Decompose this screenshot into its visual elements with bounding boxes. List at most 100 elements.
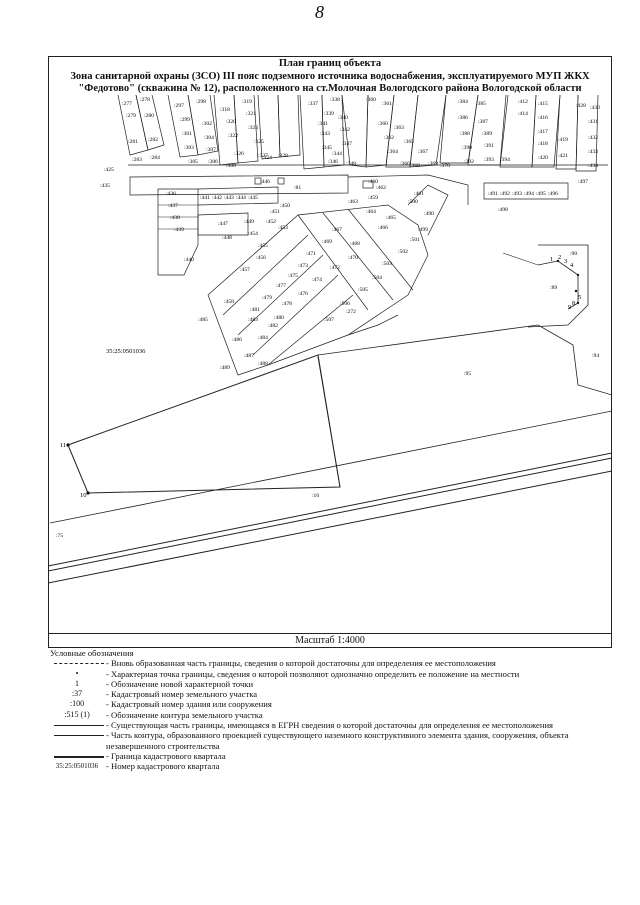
svg-text::440: :440 xyxy=(184,257,194,263)
svg-text::322: :322 xyxy=(228,133,238,139)
svg-text::326: :326 xyxy=(234,151,244,157)
svg-text::340: :340 xyxy=(338,115,348,121)
svg-text::360: :360 xyxy=(378,121,388,127)
legend-item-new-boundary: - Вновь образованная часть границы, свед… xyxy=(48,658,612,668)
svg-text::459: :459 xyxy=(368,195,378,201)
svg-text::485: :485 xyxy=(198,317,208,323)
svg-text::466: :466 xyxy=(378,225,388,231)
svg-text::437: :437 xyxy=(168,203,178,209)
svg-text::496: :496 xyxy=(548,191,558,197)
svg-text::462: :462 xyxy=(376,185,386,191)
svg-text::414: :414 xyxy=(518,111,528,117)
svg-text::457: :457 xyxy=(240,267,250,273)
svg-text::366: :366 xyxy=(400,161,410,167)
svg-text:11: 11 xyxy=(60,442,66,449)
svg-text::364: :364 xyxy=(388,149,398,155)
svg-text::481: :481 xyxy=(250,307,260,313)
svg-text::455: :455 xyxy=(258,243,268,249)
svg-text::277: :277 xyxy=(122,101,132,107)
svg-text::494: :494 xyxy=(524,191,534,197)
svg-text::365: :365 xyxy=(404,139,414,145)
svg-text::435: :435 xyxy=(100,183,110,189)
svg-text::488: :488 xyxy=(258,361,268,367)
scale-label: Масштаб 1:4000 xyxy=(48,634,612,648)
legend-title: Условные обозначения xyxy=(50,648,134,658)
legend-text: - Характерная точка границы, сведения о … xyxy=(106,668,520,679)
svg-text::306: :306 xyxy=(208,159,218,165)
title-line-3: "Федотово" (скважина № 12), расположенно… xyxy=(78,83,582,94)
svg-text::458: :458 xyxy=(224,299,234,305)
svg-text::418: :418 xyxy=(538,141,548,147)
legend-text: - Часть контура, образованного проекцией… xyxy=(106,730,569,751)
svg-text:10: 10 xyxy=(80,492,87,499)
svg-text::415: :415 xyxy=(538,101,548,107)
title-line-1: План границ объекта xyxy=(278,58,382,69)
svg-text::392: :392 xyxy=(464,159,474,165)
svg-text::391: :391 xyxy=(484,143,494,149)
svg-text::94: :94 xyxy=(592,353,599,359)
svg-text::439: :439 xyxy=(174,227,184,233)
svg-text::420: :420 xyxy=(538,155,548,161)
svg-text::487: :487 xyxy=(244,353,254,359)
svg-text::428: :428 xyxy=(576,103,586,109)
svg-text:4: 4 xyxy=(570,262,574,269)
svg-text::480: :480 xyxy=(274,315,284,321)
svg-text::280: :280 xyxy=(144,113,154,119)
svg-text::348: :348 xyxy=(346,161,356,167)
svg-text::302: :302 xyxy=(202,121,212,127)
svg-text::325: :325 xyxy=(254,139,264,145)
contour-symbol: :515 (1) xyxy=(64,709,90,719)
svg-text::370: :370 xyxy=(440,163,450,169)
svg-text::417: :417 xyxy=(538,129,548,135)
svg-text::438: :438 xyxy=(170,215,180,221)
legend-item-building-contour: - Часть контура, образованного проекцией… xyxy=(48,730,612,751)
svg-text::486: :486 xyxy=(232,337,242,343)
svg-text::492: :492 xyxy=(500,191,510,197)
svg-text::491: :491 xyxy=(488,191,498,197)
svg-text:5: 5 xyxy=(578,294,581,301)
svg-text::452: :452 xyxy=(266,219,276,225)
legend-text: - Кадастровый номер здания или сооружени… xyxy=(106,699,272,710)
svg-text::465: :465 xyxy=(386,215,396,221)
svg-text::495: :495 xyxy=(536,191,546,197)
svg-text::321: :321 xyxy=(246,111,256,117)
title-line-2: Зона санитарной охраны (ЗСО) III пояс по… xyxy=(70,70,590,82)
svg-text::456: :456 xyxy=(256,255,266,261)
svg-text:2: 2 xyxy=(558,254,561,261)
svg-text::446: :446 xyxy=(260,179,270,185)
svg-text::468: :468 xyxy=(350,241,360,247)
svg-text::473: :473 xyxy=(298,263,308,269)
legend-item-boundary-point: • - Характерная точка границы, сведения … xyxy=(48,669,612,679)
svg-text::368: :368 xyxy=(410,163,420,169)
svg-text::390: :390 xyxy=(462,145,472,151)
svg-text::443: :443 xyxy=(224,195,234,201)
building-number-symbol: :100 xyxy=(69,699,85,709)
svg-text::278: :278 xyxy=(140,97,150,103)
svg-text::10: :10 xyxy=(312,493,319,499)
svg-text::444: :444 xyxy=(236,195,246,201)
svg-text::347: :347 xyxy=(342,141,352,147)
legend-text: - Кадастровый номер земельного участка xyxy=(106,689,258,700)
svg-text::81: :81 xyxy=(294,185,301,191)
parcel-number-symbol: :37 xyxy=(71,689,83,699)
svg-text::493: :493 xyxy=(512,191,522,197)
svg-text::442: :442 xyxy=(212,195,222,201)
map-frame xyxy=(48,56,612,634)
svg-text:8: 8 xyxy=(572,300,575,307)
svg-text::507: :507 xyxy=(324,317,334,323)
svg-text:1: 1 xyxy=(550,256,553,263)
svg-text::504: :504 xyxy=(372,275,382,281)
svg-text::389: :389 xyxy=(482,131,492,137)
legend-text: - Номер кадастрового квартала xyxy=(106,761,220,772)
legend-item-new-point: 1 - Обозначение новой характерной точки xyxy=(48,679,612,689)
svg-text::284: :284 xyxy=(150,155,160,161)
svg-text:3: 3 xyxy=(564,258,567,265)
svg-text::338: :338 xyxy=(330,97,340,103)
svg-text::433: :433 xyxy=(588,149,598,155)
svg-text::460: :460 xyxy=(368,179,378,185)
svg-text::386: :386 xyxy=(458,115,468,121)
svg-text:9: 9 xyxy=(568,304,571,311)
legend-text: - Существующая часть границы, имеющаяся … xyxy=(106,720,554,731)
svg-text::319: :319 xyxy=(242,99,252,105)
svg-text::304: :304 xyxy=(204,135,214,141)
